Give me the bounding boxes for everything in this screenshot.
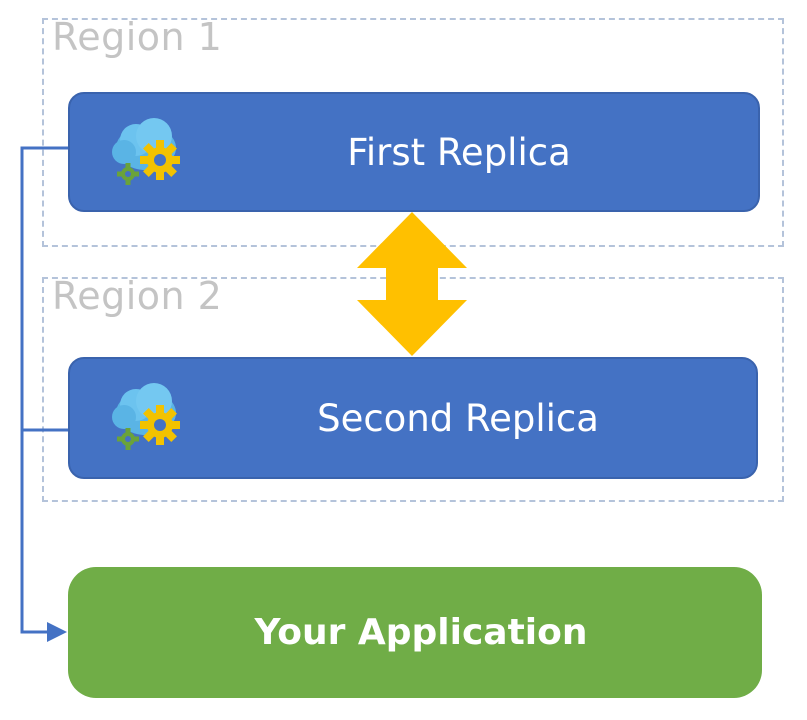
second-replica-label: Second Replica (317, 396, 599, 440)
cloud-gear-icon (112, 118, 180, 185)
region-2-label: Region 2 (52, 274, 223, 318)
replica-to-app-connector (20, 146, 69, 634)
second-replica-box[interactable]: Second Replica (68, 357, 758, 479)
region-1-label: Region 1 (52, 15, 223, 59)
connector-arrowhead (47, 622, 67, 642)
replication-sync-arrow (357, 212, 467, 356)
first-replica-label: First Replica (347, 130, 571, 174)
cloud-gear-icon (112, 383, 180, 450)
your-application-box[interactable]: Your Application (68, 567, 762, 698)
first-replica-box[interactable]: First Replica (68, 92, 760, 212)
your-application-label: Your Application (254, 612, 588, 653)
